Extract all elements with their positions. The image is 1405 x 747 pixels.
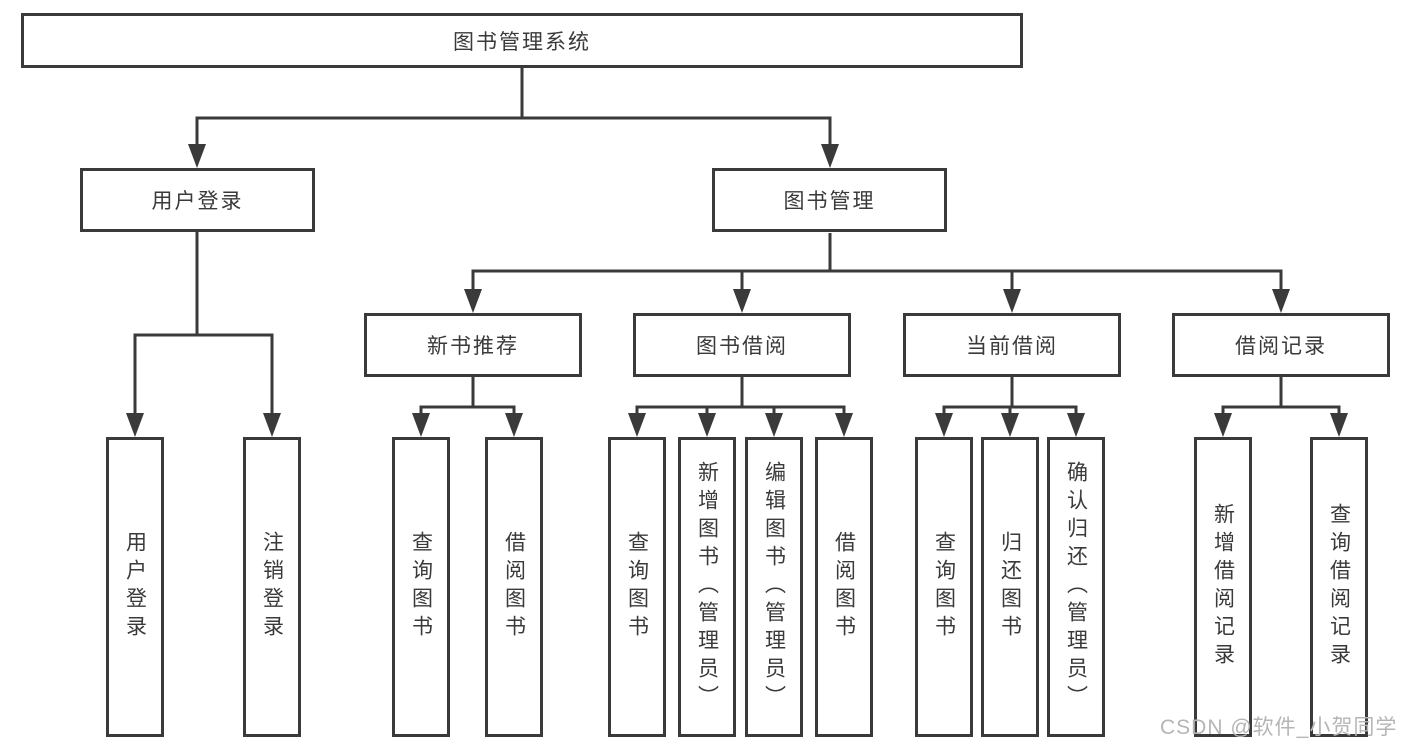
arrowhead-icon [505, 413, 523, 437]
node-new-book-recommend: 新书推荐 [364, 313, 582, 377]
arrowhead-icon [835, 413, 853, 437]
leaf-logout: 注销登录 [243, 437, 301, 737]
arrowhead-icon [733, 289, 751, 313]
node-borrowing-records: 借阅记录 [1172, 313, 1390, 377]
node-book-management: 图书管理 [712, 168, 947, 232]
leaf-label: 编辑图书（管理员） [762, 461, 786, 713]
arrowhead-icon [1001, 413, 1019, 437]
leaf-label: 借阅图书 [832, 531, 856, 643]
leaf-add-book-admin: 新增图书（管理员） [678, 437, 736, 737]
leaf-return-book: 归还图书 [981, 437, 1039, 737]
connector-book-borrowing-children [635, 377, 846, 418]
connector-current-borrowing-children [942, 377, 1078, 418]
arrowhead-icon [628, 413, 646, 437]
leaf-user-login: 用户登录 [106, 437, 164, 737]
connector-user-login-children [133, 232, 274, 418]
leaf-label: 借阅图书 [502, 531, 526, 643]
leaf-label: 注销登录 [260, 531, 284, 643]
node-user-login: 用户登录 [80, 168, 315, 232]
leaf-label: 查询图书 [409, 531, 433, 643]
leaf-borrow-books: 借阅图书 [815, 437, 873, 737]
arrowhead-icon [126, 413, 144, 437]
leaf-label: 归还图书 [998, 531, 1022, 643]
node-root-system: 图书管理系统 [21, 13, 1023, 68]
connector-new-book-recommend-children [419, 377, 516, 418]
leaf-label: 查询图书 [932, 531, 956, 643]
leaf-label: 查询图书 [625, 531, 649, 643]
arrowhead-icon [188, 144, 206, 168]
leaf-label: 新增借阅记录 [1211, 503, 1235, 671]
connector-book-management-children [471, 233, 1283, 294]
connector-borrowing-records-children [1221, 377, 1341, 418]
arrowhead-icon [412, 413, 430, 437]
arrowhead-icon [698, 413, 716, 437]
arrowhead-icon [765, 413, 783, 437]
arrowhead-icon [935, 413, 953, 437]
arrowhead-icon [1330, 413, 1348, 437]
node-book-borrowing: 图书借阅 [633, 313, 851, 377]
leaf-label: 确认归还（管理员） [1064, 461, 1088, 713]
leaf-borrow-books-recommend: 借阅图书 [485, 437, 543, 737]
csdn-watermark: CSDN @软件_小贺同学 [1160, 716, 1398, 739]
leaf-label: 用户登录 [123, 531, 147, 643]
arrowhead-icon [1272, 289, 1290, 313]
arrowhead-icon [464, 289, 482, 313]
leaf-query-books-borrowing: 查询图书 [608, 437, 666, 737]
arrowhead-icon [263, 413, 281, 437]
leaf-edit-book-admin: 编辑图书（管理员） [745, 437, 803, 737]
node-current-borrowing: 当前借阅 [903, 313, 1121, 377]
leaf-query-books-recommend: 查询图书 [392, 437, 450, 737]
leaf-label: 查询借阅记录 [1327, 503, 1351, 671]
arrowhead-icon [821, 144, 839, 168]
arrowhead-icon [1003, 289, 1021, 313]
leaf-label: 新增图书（管理员） [695, 461, 719, 713]
leaf-add-borrow-record: 新增借阅记录 [1194, 437, 1252, 737]
arrowhead-icon [1067, 413, 1085, 437]
leaf-confirm-return-admin: 确认归还（管理员） [1047, 437, 1105, 737]
leaf-query-books-current: 查询图书 [915, 437, 973, 737]
connector-root-to-level2 [195, 68, 832, 150]
arrowhead-icon [1214, 413, 1232, 437]
leaf-query-borrow-record: 查询借阅记录 [1310, 437, 1368, 737]
